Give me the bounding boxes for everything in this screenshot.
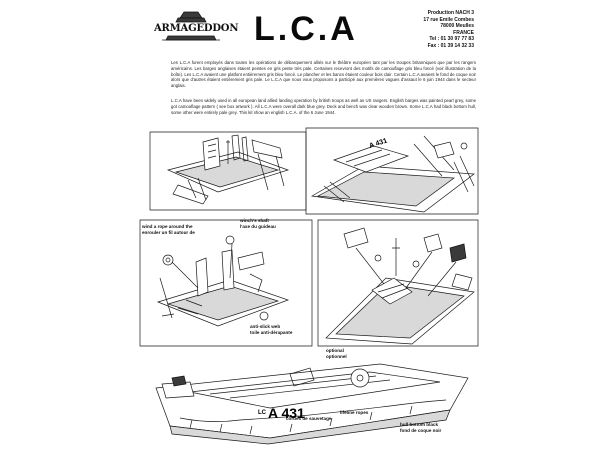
brand-logo: ARMAGEDDON (154, 10, 239, 46)
callout-wind-rope-fr: enrouler un fil autour de (142, 230, 195, 235)
callout-winch-shaft-en: winch's shaft (240, 218, 269, 223)
diagram-stern: A 431 (305, 127, 479, 215)
address-line: Production NACH 3 (427, 10, 474, 16)
page-title: L.C.A (254, 10, 358, 48)
address-line: Tel : 01 30 97 77 83 (429, 36, 474, 43)
callout-hull-bottom-en: hull bottom black (400, 422, 439, 427)
hull-number: A 431 (268, 405, 305, 421)
logo-emblem-icon (162, 11, 220, 41)
callout-optional-en: optional (326, 348, 344, 353)
logo-text: ARMAGEDDON (154, 23, 239, 34)
callout-lifeline-ropes: lifeline ropes (340, 410, 369, 415)
callout-camouflage-rope: cordes de sauvetage (286, 416, 332, 421)
intro-english: L.C.A have been widely used in all europ… (171, 98, 476, 115)
address-line: 17 rue Emile Combes (423, 16, 474, 23)
callout-anti-slip-en: anti-slick web (250, 324, 281, 329)
diagram-bow-ramp (149, 131, 307, 211)
diagram-complete-hull: LC A 431 (155, 363, 469, 445)
diagram-winch (139, 219, 313, 347)
callout-winch-shaft-fr: l'axe du guideau (240, 224, 276, 229)
address-line: FRANCE (453, 29, 474, 36)
publisher-address: Production NACH 3 17 rue Emile Combes 78… (392, 10, 474, 50)
intro-french: Les L.C.A furent employés dans toutes le… (171, 60, 476, 89)
callout-anti-slip-fr: toile anti-dérapante (250, 330, 293, 335)
address-line: 78000 Meulles (440, 23, 474, 30)
address-line: Fax : 01 39 14 32 33 (427, 42, 474, 49)
callout-optional-fr: optionnel (326, 354, 347, 359)
callout-wind-rope-en: wind a rope around the (142, 224, 193, 229)
callout-hull-bottom-fr: fond de coque noir (400, 428, 442, 433)
hull-prefix: LC (258, 410, 267, 416)
diagram-interior (317, 219, 479, 347)
instruction-sheet: ARMAGEDDON L.C.A Production NACH 3 17 ru… (108, 0, 493, 450)
